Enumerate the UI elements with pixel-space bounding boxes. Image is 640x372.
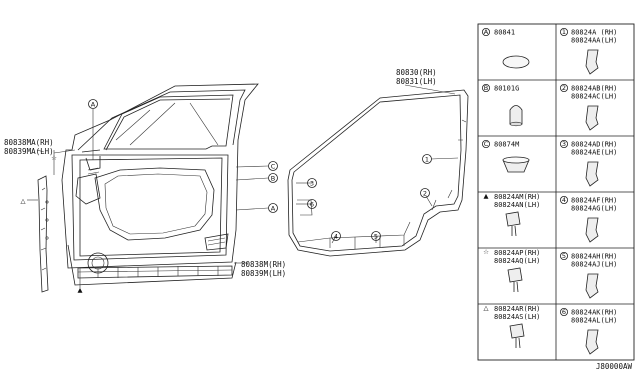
svg-text:80824AG(LH): 80824AG(LH) xyxy=(571,205,617,213)
svg-text:80824AS(LH): 80824AS(LH) xyxy=(494,313,540,321)
callout-1: 1 xyxy=(422,154,432,164)
callout-A-right: A xyxy=(268,203,278,213)
clip-icon xyxy=(507,267,523,283)
star-mark: ☆ xyxy=(51,154,57,162)
svg-text:80101G: 80101G xyxy=(494,85,519,93)
table-cell-star: ☆ 80824AP(RH) 80824AQ(LH) xyxy=(483,248,540,293)
svg-text:2: 2 xyxy=(423,190,427,198)
door-shell xyxy=(61,83,259,286)
callout-6: 6 xyxy=(307,199,317,209)
svg-text:80824AR(RH): 80824AR(RH) xyxy=(494,305,540,313)
svg-text:6: 6 xyxy=(562,308,566,316)
retainer-clip-icon xyxy=(585,49,599,75)
svg-text:4: 4 xyxy=(562,196,566,204)
door-opening-seal xyxy=(287,89,469,257)
retainer-clip-icon xyxy=(585,105,599,131)
svg-text:B: B xyxy=(271,175,275,183)
svg-text:80841: 80841 xyxy=(494,29,515,37)
clip-icon xyxy=(505,211,521,227)
open-triangle-mark: △ xyxy=(21,197,26,205)
retainer-clip-icon xyxy=(585,329,599,355)
label-80838M: 80838M(RH) xyxy=(241,260,286,269)
table-cell-4: 4 80824AF(RH) 80824AG(LH) xyxy=(560,195,617,243)
table-cell-1: 1 80824A (RH) 80824AA(LH) xyxy=(560,27,617,75)
label-80838MA: 80838MA(RH) xyxy=(4,138,54,147)
svg-text:C: C xyxy=(484,140,489,148)
svg-text:80824AC(LH): 80824AC(LH) xyxy=(571,93,617,101)
table-cell-3: 3 80824AD(RH) 80824AE(LH) xyxy=(560,139,617,187)
label-80831: 80831(LH) xyxy=(396,77,437,86)
door-leaders xyxy=(27,109,269,288)
parts-table: A 80841 B 80101G C 80874M ▲ 80824AM(RH) … xyxy=(477,23,635,361)
svg-text:80824AA(LH): 80824AA(LH) xyxy=(571,37,617,45)
svg-text:80824AP(RH): 80824AP(RH) xyxy=(494,249,540,257)
svg-text:80824AL(LH): 80824AL(LH) xyxy=(571,317,617,325)
bumper-icon xyxy=(509,105,523,125)
svg-text:80824AF(RH): 80824AF(RH) xyxy=(571,197,617,205)
table-cell-C: C 80874M xyxy=(481,139,530,173)
svg-text:2: 2 xyxy=(562,84,566,92)
callout-3: 3 xyxy=(307,178,317,188)
svg-text:80824AK(RH): 80824AK(RH) xyxy=(571,309,617,317)
diagram-code: J80000AW xyxy=(596,362,633,371)
svg-text:80824AD(RH): 80824AD(RH) xyxy=(571,141,617,149)
callout-4: 4 xyxy=(331,231,341,241)
callout-5: 5 xyxy=(371,231,381,241)
table-cell-6: 6 80824AK(RH) 80824AL(LH) xyxy=(560,307,617,355)
svg-text:6: 6 xyxy=(310,201,314,209)
svg-text:A: A xyxy=(91,101,96,109)
svg-text:1: 1 xyxy=(425,156,429,164)
svg-text:C: C xyxy=(271,163,276,171)
svg-text:80824AJ(LH): 80824AJ(LH) xyxy=(571,261,617,269)
retainer-clip-icon xyxy=(585,161,599,187)
table-cell-open-triangle: △ 80824AR(RH) 80824AS(LH) xyxy=(484,304,540,349)
seal-leaders xyxy=(296,84,459,244)
front-seal-part xyxy=(37,175,49,293)
triangle-mark: ▲ xyxy=(78,286,83,294)
svg-text:△: △ xyxy=(484,304,489,312)
table-cell-5: 5 80824AH(RH) 80824AJ(LH) xyxy=(560,251,617,299)
retainer-clip-icon xyxy=(585,217,599,243)
svg-text:B: B xyxy=(484,84,488,92)
table-cell-2: 2 80824AB(RH) 80824AC(LH) xyxy=(560,84,617,131)
callout-B: B xyxy=(268,173,278,183)
svg-text:80824AQ(LH): 80824AQ(LH) xyxy=(494,257,540,265)
svg-text:80824AM(RH): 80824AM(RH) xyxy=(494,193,540,201)
label-80839MA: 80839MA(LH) xyxy=(4,147,54,156)
svg-text:80824AB(RH): 80824AB(RH) xyxy=(571,85,617,93)
svg-text:1: 1 xyxy=(562,28,566,36)
svg-text:☆: ☆ xyxy=(483,248,489,256)
table-cell-A: A 80841 xyxy=(481,27,530,69)
table-cell-triangle: ▲ 80824AM(RH) 80824AN(LH) xyxy=(484,192,540,237)
svg-text:3: 3 xyxy=(562,140,566,148)
svg-text:5: 5 xyxy=(374,233,378,241)
callout-2: 2 xyxy=(420,188,430,198)
svg-text:80824AN(LH): 80824AN(LH) xyxy=(494,201,540,209)
svg-text:▲: ▲ xyxy=(484,192,489,200)
callout-A-top: A xyxy=(88,99,98,109)
label-80830: 80830(RH) xyxy=(396,68,437,77)
svg-text:4: 4 xyxy=(334,233,338,241)
clip-icon xyxy=(509,323,525,339)
diagram-callouts: A C B A 1 2 3 6 4 5 ☆ △ ▲ xyxy=(21,99,432,294)
svg-text:A: A xyxy=(484,28,489,36)
svg-text:3: 3 xyxy=(310,180,314,188)
label-80839M: 80839M(LH) xyxy=(241,269,286,278)
svg-text:A: A xyxy=(271,205,276,213)
table-cell-B: B 80101G xyxy=(481,84,523,127)
svg-text:80824AE(LH): 80824AE(LH) xyxy=(571,149,617,157)
retainer-clip-icon xyxy=(585,273,599,299)
svg-text:80824A (RH): 80824A (RH) xyxy=(571,29,617,37)
plug-icon xyxy=(502,55,530,69)
bottom-seal-part xyxy=(77,265,233,279)
svg-text:80824AH(RH): 80824AH(RH) xyxy=(571,253,617,261)
callout-C: C xyxy=(268,161,278,171)
svg-text:80874M: 80874M xyxy=(494,141,519,149)
diagram-labels: 80830(RH) 80831(LH) 80838MA(RH) 80839MA(… xyxy=(4,68,437,278)
svg-text:5: 5 xyxy=(562,252,566,260)
